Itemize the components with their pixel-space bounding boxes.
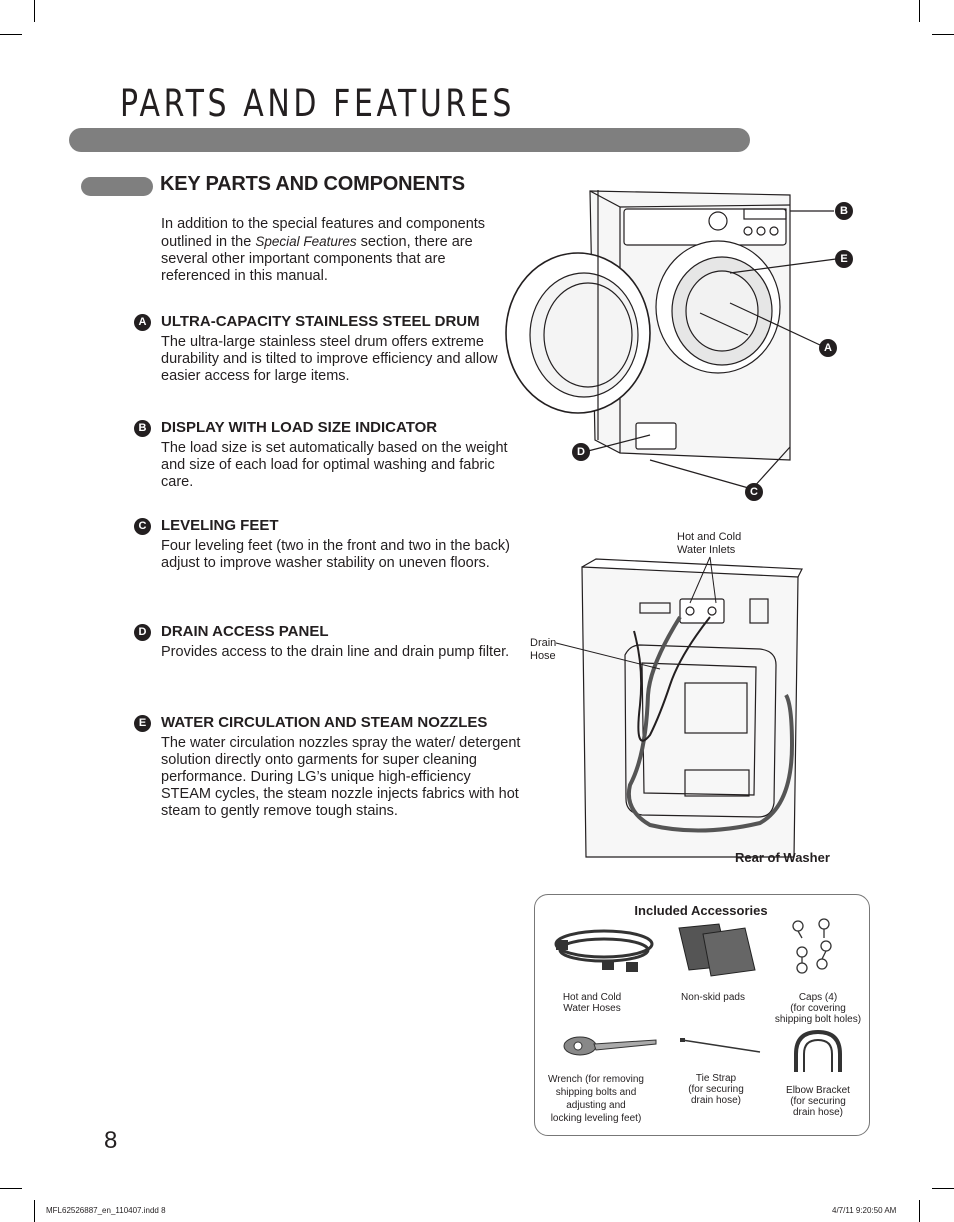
feature-text: Four leveling feet (two in the front and… — [161, 538, 510, 571]
feature-text: The ultra-large stainless steel drum off… — [161, 334, 498, 384]
feature-title: WATER CIRCULATION AND STEAM NOZZLES — [161, 714, 488, 731]
accessories-title: Included Accessories — [634, 903, 768, 918]
feature-text: Provides access to the drain line and dr… — [161, 644, 510, 660]
accessory-caption-2: Non-skid pads — [681, 992, 745, 1003]
title-bar — [69, 128, 750, 152]
footer-left: MFL62526887_en_110407.indd 8 — [46, 1206, 166, 1215]
badge-b: B — [134, 420, 151, 437]
water-hoses-icon — [554, 929, 654, 972]
page-number: 8 — [104, 1127, 118, 1154]
badge-c: C — [134, 518, 151, 535]
rear-caption: Rear of Washer — [735, 850, 830, 865]
feature-title: DISPLAY WITH LOAD SIZE INDICATOR — [161, 419, 438, 436]
intro-paragraph: In addition to the special features and … — [161, 216, 486, 284]
tie-strap-icon — [680, 1038, 761, 1053]
feature-title: ULTRA-CAPACITY STAINLESS STEEL DRUM — [161, 313, 480, 330]
front-washer-illustration — [505, 190, 837, 490]
callout-e: E — [835, 250, 853, 268]
callout-a: A — [819, 339, 837, 357]
feature-text: The water circulation nozzles spray the … — [161, 735, 521, 819]
badge-d: D — [134, 624, 151, 641]
section-pill — [81, 177, 153, 196]
feature-text: The load size is set automatically based… — [161, 440, 508, 490]
callout-c: C — [745, 483, 763, 501]
callout-b: B — [835, 202, 853, 220]
wrench-icon — [563, 1036, 657, 1056]
rear-washer-illustration — [555, 556, 803, 858]
callout-d: D — [572, 443, 590, 461]
footer-right: 4/7/11 9:20:50 AM — [832, 1206, 897, 1215]
badge-e: E — [134, 715, 151, 732]
non-skid-pads-icon — [678, 923, 756, 977]
badge-a: A — [134, 314, 151, 331]
feature-title: LEVELING FEET — [161, 517, 279, 534]
elbow-bracket-icon — [794, 1029, 842, 1072]
caps-icon — [792, 918, 832, 974]
feature-title: DRAIN ACCESS PANEL — [161, 623, 329, 640]
section-title: KEY PARTS AND COMPONENTS — [160, 173, 465, 195]
page-title: PARTS AND FEATURES — [120, 82, 515, 125]
accessories-box — [534, 894, 870, 1136]
intro-italic: Special Features — [255, 234, 357, 249]
